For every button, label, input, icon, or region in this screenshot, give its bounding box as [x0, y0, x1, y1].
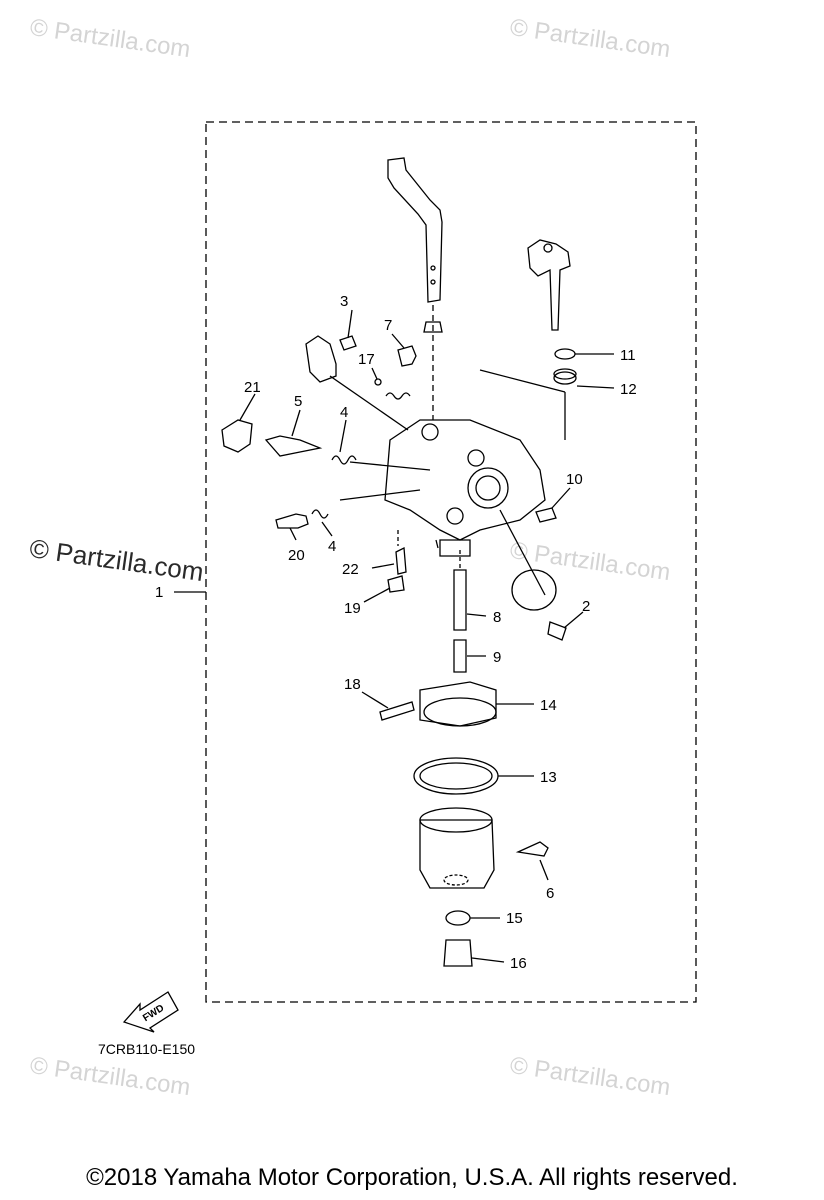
callout-5: 5 [294, 393, 302, 410]
callout-13: 13 [540, 769, 557, 786]
callout-14: 14 [540, 697, 557, 714]
assembly-frame [205, 121, 697, 1003]
callout-8: 8 [493, 609, 501, 626]
clip-19 [387, 575, 405, 593]
screw-10 [535, 507, 557, 523]
tube-8 [453, 569, 467, 631]
callout-11: 11 [620, 347, 636, 364]
screw-2 [547, 621, 567, 641]
callout-17: 17 [358, 351, 375, 368]
callout-3: 3 [340, 293, 348, 310]
seal-12 [553, 371, 577, 385]
float-bowl [419, 819, 495, 889]
bolt-16 [443, 939, 473, 967]
washer-15 [445, 910, 471, 926]
callout-1: 1 [155, 584, 163, 601]
jet-22 [395, 546, 407, 575]
knob-21 [221, 419, 253, 453]
washer-11 [554, 348, 576, 360]
callout-7: 7 [384, 317, 392, 334]
callout-12: 12 [620, 381, 637, 398]
fwd-arrow [122, 991, 179, 1033]
callout-20: 20 [288, 547, 305, 564]
spring-4-upper [331, 455, 357, 465]
spring-4-lower [311, 509, 329, 519]
copyright-notice: ©2018 Yamaha Motor Corporation, U.S.A. A… [86, 1164, 738, 1191]
diagram-code: 7CRB110-E150 [98, 1041, 196, 1057]
fwd-label: FWD [141, 1003, 166, 1024]
callout-4-lower: 4 [328, 538, 336, 555]
callout-16: 16 [510, 955, 527, 972]
callout-22: 22 [342, 561, 359, 578]
callout-2: 2 [582, 598, 590, 615]
callout-6: 6 [546, 885, 554, 902]
pin-18 [379, 701, 415, 721]
bracket-plate [305, 335, 337, 383]
carburetor-body [384, 419, 546, 541]
throttle-lever [387, 157, 443, 303]
callout-18: 18 [344, 676, 361, 693]
plate-2 [511, 569, 557, 611]
screw-20 [275, 513, 309, 529]
screw-6 [515, 841, 549, 857]
screw-3 [339, 335, 357, 351]
callout-9: 9 [493, 649, 501, 666]
choke-lever [527, 239, 571, 331]
callout-15: 15 [506, 910, 523, 927]
needle-5 [264, 435, 323, 457]
callout-19: 19 [344, 600, 361, 617]
callout-10: 10 [566, 471, 583, 488]
callout-4-upper: 4 [340, 404, 348, 421]
callout-21: 21 [244, 379, 261, 396]
jet-9 [453, 639, 467, 673]
float-14 [419, 681, 497, 727]
screw-7 [397, 345, 417, 367]
